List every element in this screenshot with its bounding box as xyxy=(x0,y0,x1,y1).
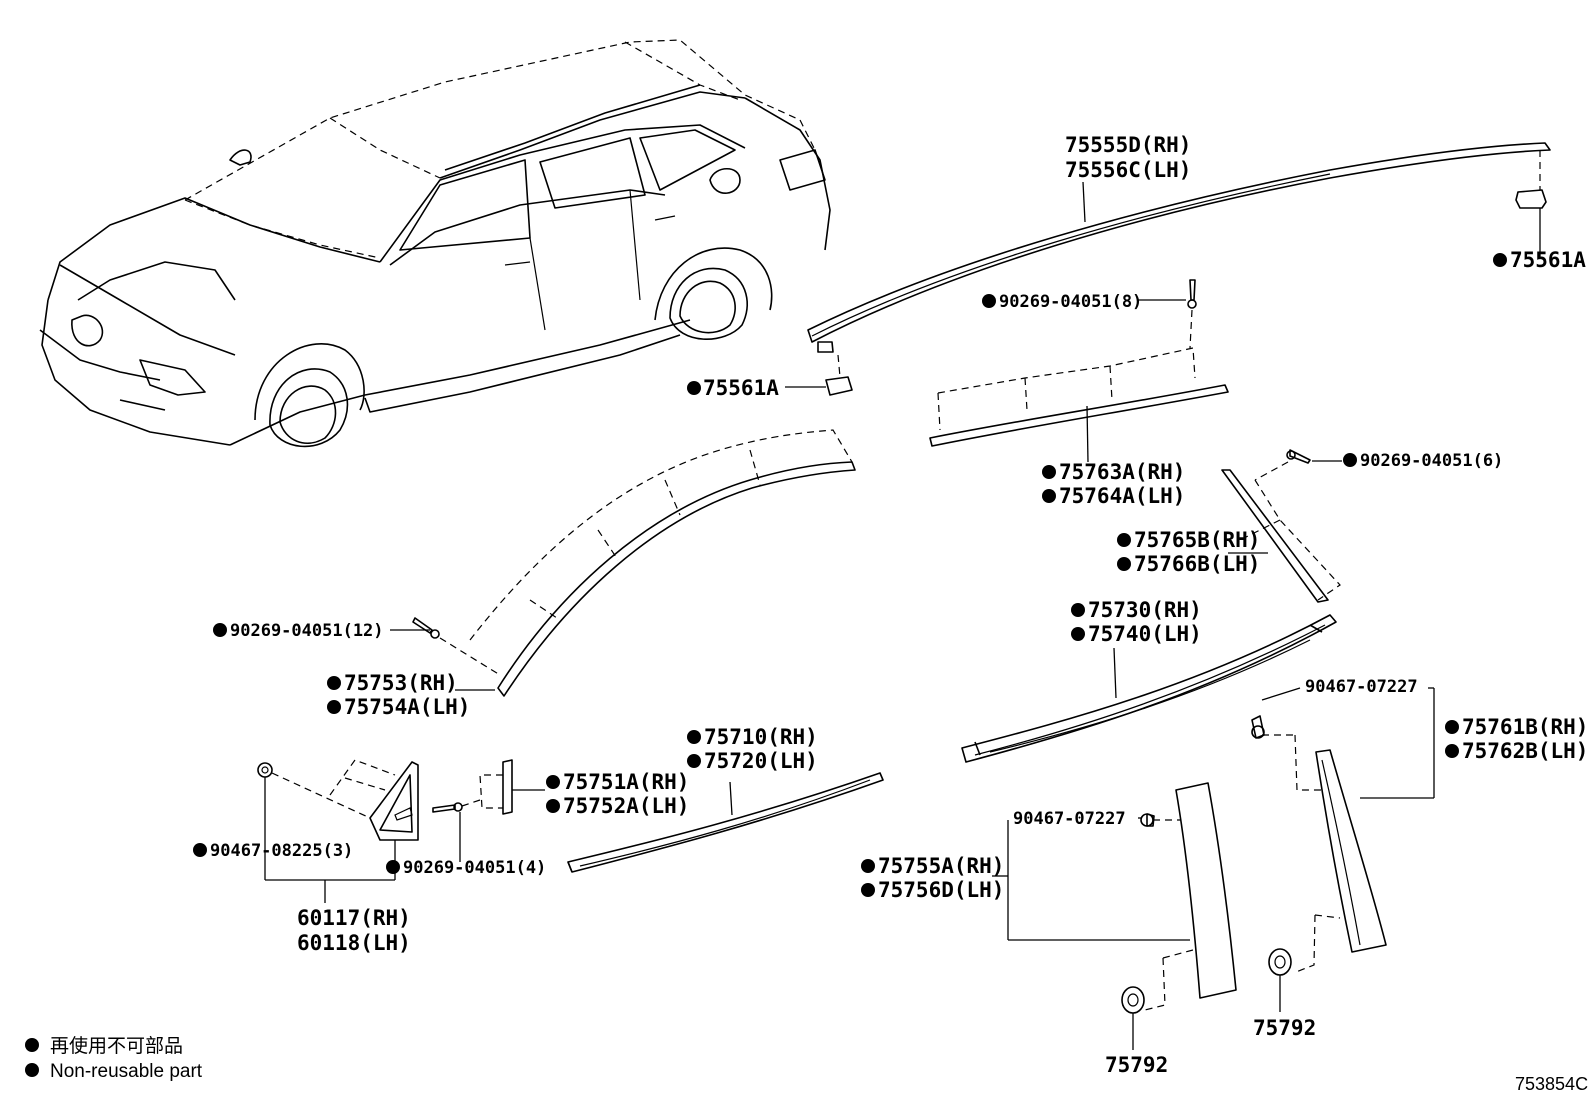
legend-en: Non-reusable part xyxy=(50,1061,203,1082)
label-90269-8: 90269-04051(8) xyxy=(999,292,1142,312)
belt-moulding-75763a: 75763A(RH) 75764A(LH) xyxy=(929,347,1229,508)
clip-75792-right: 75792 xyxy=(1253,948,1316,1040)
label-75753: 75753(RH) xyxy=(344,671,458,695)
label-90269-6: 90269-04051(6) xyxy=(1360,451,1503,471)
label-75764a: 75764A(LH) xyxy=(1059,484,1185,508)
label-90269-12: 90269-04051(12) xyxy=(230,621,384,641)
label-90269-4: 90269-04051(4) xyxy=(403,858,546,878)
weatherstrip-75710: 75710(RH) 75720(LH) xyxy=(567,725,884,873)
label-75755a: 75755A(RH) xyxy=(878,854,1004,878)
label-60118: 60118(LH) xyxy=(297,931,411,955)
screw-90269-8: 90269-04051(8) xyxy=(982,279,1197,349)
mirror-garnish-60117: 60117(RH) 60118(LH) xyxy=(265,759,419,955)
label-75710: 75710(RH) xyxy=(704,725,818,749)
label-75555d: 75555D(RH) xyxy=(1065,133,1191,157)
screw-90269-4: 90269-04051(4) xyxy=(386,799,546,878)
car-illustration xyxy=(39,39,831,448)
clip-90467-08225: 90467-08225(3) xyxy=(193,762,371,880)
pillar-garnish-75761b: 75761B(RH) 75762B(LH) xyxy=(1294,688,1588,973)
clip-90467-07227-lower: 90467-07227 xyxy=(1013,809,1180,829)
garnish-75751a: 75751A(RH) 75752A(LH) xyxy=(479,759,689,818)
clip-75561a-left: 75561A xyxy=(687,354,853,400)
clip-75561a-right: 75561A xyxy=(1493,150,1586,272)
label-75792-right: 75792 xyxy=(1253,1016,1316,1040)
label-75761b: 75761B(RH) xyxy=(1462,715,1588,739)
pillar-garnish-75755a: 75755A(RH) 75756D(LH) xyxy=(861,782,1237,1011)
label-75730: 75730(RH) xyxy=(1088,598,1202,622)
label-75762b: 75762B(LH) xyxy=(1462,739,1588,763)
label-75754a: 75754A(LH) xyxy=(344,695,470,719)
legend: 再使用不可部品 Non-reusable part xyxy=(25,1035,203,1082)
diagram-code: 753854C xyxy=(1515,1074,1588,1094)
screw-90269-6: 90269-04051(6) xyxy=(1254,449,1503,481)
label-60117: 60117(RH) xyxy=(297,906,411,930)
clip-90467-07227-upper: 90467-07227 xyxy=(1251,677,1434,739)
division-bar-moulding-75765b: 75765B(RH) 75766B(LH) xyxy=(1117,469,1341,603)
label-75751a: 75751A(RH) xyxy=(563,770,689,794)
label-90467-08225: 90467-08225(3) xyxy=(210,841,353,861)
label-75720: 75720(LH) xyxy=(704,749,818,773)
label-75740: 75740(LH) xyxy=(1088,622,1202,646)
door-frame-moulding-75753: 75753(RH) 75754A(LH) xyxy=(327,429,856,719)
legend-jp: 再使用不可部品 xyxy=(50,1035,183,1057)
label-75766b: 75766B(LH) xyxy=(1134,552,1260,576)
weatherstrip-75730: 75730(RH) 75740(LH) xyxy=(961,598,1337,763)
label-75561a-right: 75561A xyxy=(1510,248,1586,272)
label-75556c: 75556C(LH) xyxy=(1065,158,1191,182)
label-75763a: 75763A(RH) xyxy=(1059,460,1185,484)
clip-75792-left: 75792 xyxy=(1105,986,1168,1077)
screw-90269-12: 90269-04051(12) xyxy=(213,617,501,676)
label-75756d: 75756D(LH) xyxy=(878,878,1004,902)
label-75752a: 75752A(LH) xyxy=(563,794,689,818)
label-75765b: 75765B(RH) xyxy=(1134,528,1260,552)
label-75561a-left: 75561A xyxy=(703,376,779,400)
label-90467-07227-lower: 90467-07227 xyxy=(1013,809,1126,829)
roof-moulding-75555d: 75555D(RH) 75556C(LH) xyxy=(807,133,1551,353)
label-75792-left: 75792 xyxy=(1105,1053,1168,1077)
label-90467-07227-upper: 90467-07227 xyxy=(1305,677,1418,697)
